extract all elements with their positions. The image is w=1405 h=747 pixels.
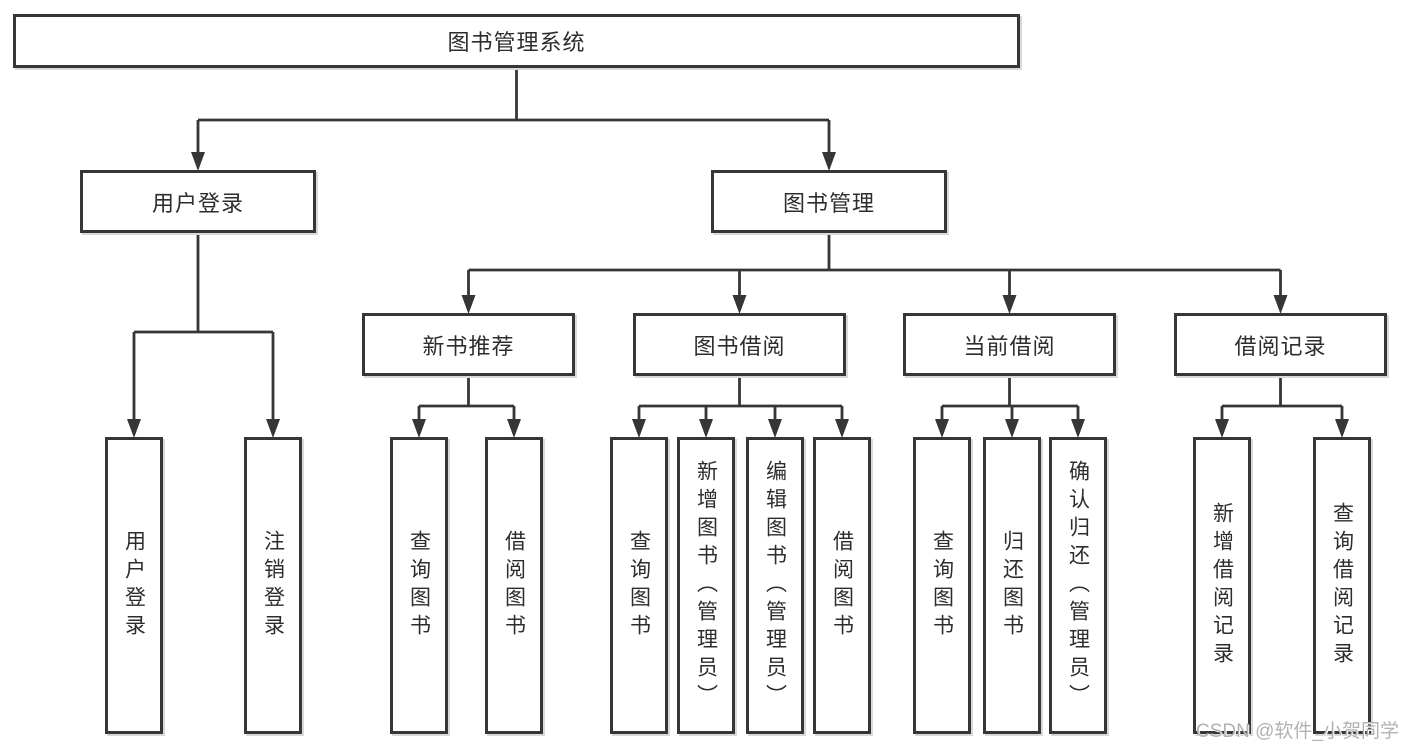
node-label: 借阅图书 <box>830 529 854 642</box>
node-query-books-recommend: 查询图书 <box>390 437 448 734</box>
node-label: 新增借阅记录 <box>1210 501 1234 670</box>
node-label: 当前借阅 <box>963 333 1056 359</box>
node-add-borrow-record: 新增借阅记录 <box>1193 437 1251 734</box>
node-borrow-books: 借阅图书 <box>813 437 871 734</box>
node-query-books-borrowing: 查询图书 <box>610 437 668 734</box>
node-return-books: 归还图书 <box>983 437 1041 734</box>
node-label: 确认归还（管理员） <box>1066 459 1090 712</box>
node-label: 查询图书 <box>407 529 431 642</box>
node-current-borrowing: 当前借阅 <box>903 313 1116 376</box>
node-label: 查询图书 <box>627 529 651 642</box>
node-book-management: 图书管理 <box>711 170 947 233</box>
node-confirm-return-admin: 确认归还（管理员） <box>1049 437 1107 734</box>
node-borrow-books-recommend: 借阅图书 <box>485 437 543 734</box>
node-label: 图书管理 <box>782 190 875 216</box>
node-library-system: 图书管理系统 <box>13 14 1020 68</box>
watermark: CSDN @软件_小贺同学 <box>1196 721 1399 742</box>
node-label: 编辑图书（管理员） <box>763 459 787 712</box>
node-label: 查询借阅记录 <box>1330 501 1354 670</box>
node-label: 新书推荐 <box>422 333 515 359</box>
node-query-borrow-record: 查询借阅记录 <box>1313 437 1371 734</box>
node-label: 图书管理系统 <box>447 30 586 55</box>
node-borrowing-records: 借阅记录 <box>1174 313 1387 376</box>
node-user-login-leaf: 用户登录 <box>105 437 163 734</box>
node-label: 查询图书 <box>930 529 954 642</box>
node-user-login: 用户登录 <box>80 170 316 233</box>
node-label: 用户登录 <box>151 190 244 216</box>
node-label: 归还图书 <box>1000 529 1024 642</box>
node-logout: 注销登录 <box>244 437 302 734</box>
node-label: 借阅图书 <box>502 529 526 642</box>
node-new-book-recommendation: 新书推荐 <box>362 313 575 376</box>
node-edit-books-admin: 编辑图书（管理员） <box>746 437 804 734</box>
node-label: 图书借阅 <box>693 333 786 359</box>
node-label: 用户登录 <box>122 529 146 642</box>
node-label: 新增图书（管理员） <box>694 459 718 712</box>
node-label: 注销登录 <box>261 529 285 642</box>
node-label: 借阅记录 <box>1234 333 1327 359</box>
node-query-books-current: 查询图书 <box>913 437 971 734</box>
node-book-borrowing: 图书借阅 <box>633 313 846 376</box>
node-add-books-admin: 新增图书（管理员） <box>677 437 735 734</box>
